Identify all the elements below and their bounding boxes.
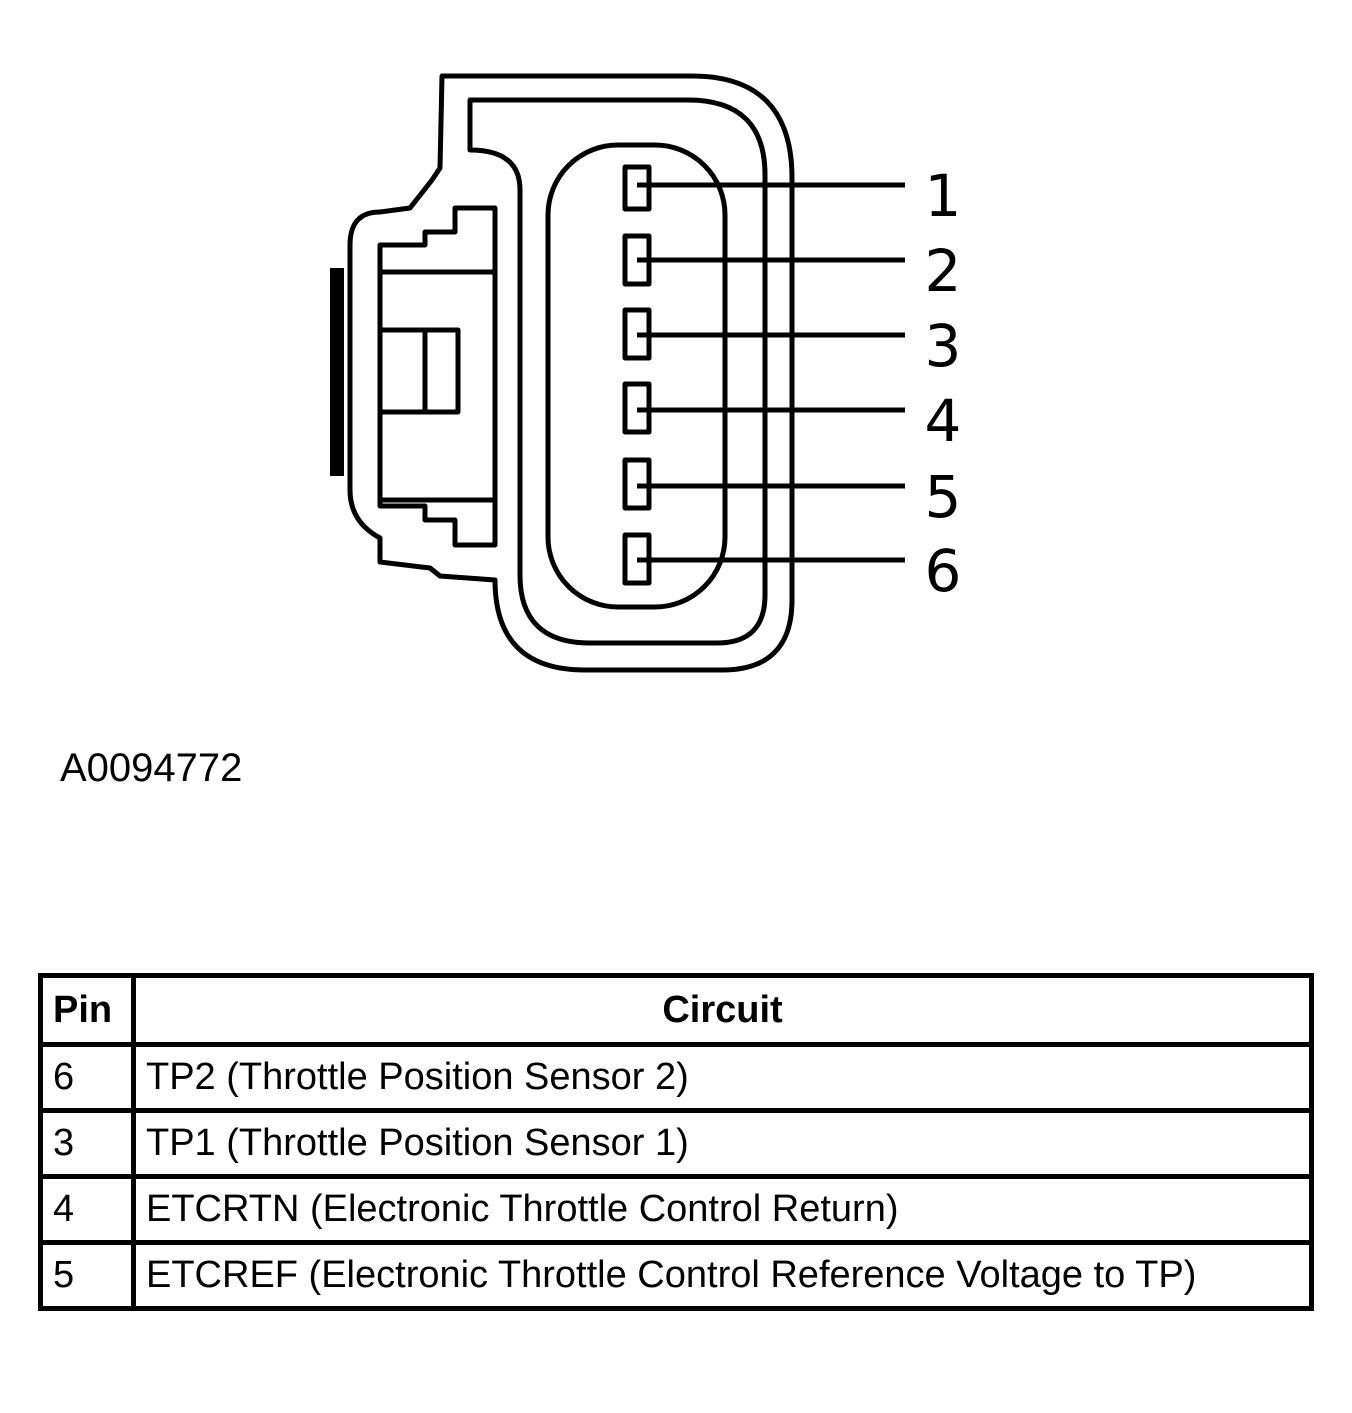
- circuit-cell: TP1 (Throttle Position Sensor 1): [131, 1108, 1314, 1179]
- pin-column-header: Pin: [38, 973, 136, 1047]
- table-row: 4 ETCRTN (Electronic Throttle Control Re…: [38, 1174, 1314, 1245]
- pin-label-6: 6: [925, 537, 962, 605]
- pin-cavity: [545, 142, 728, 610]
- pin-circuit-table: Pin Circuit 6 TP2 (Throttle Position Sen…: [38, 973, 1314, 1311]
- pin-label-1: 1: [925, 162, 962, 230]
- pin-cell: 6: [38, 1042, 136, 1113]
- pin-cell: 4: [38, 1174, 136, 1245]
- pin-label-3: 3: [925, 312, 962, 380]
- pin-label-5: 5: [925, 463, 962, 531]
- circuit-cell: ETCREF (Electronic Throttle Control Refe…: [131, 1240, 1314, 1311]
- pin-label-2: 2: [925, 237, 962, 305]
- table-row: 6 TP2 (Throttle Position Sensor 2): [38, 1042, 1314, 1113]
- circuit-cell: TP2 (Throttle Position Sensor 2): [131, 1042, 1314, 1113]
- table-header-row: Pin Circuit: [38, 973, 1314, 1047]
- pin-label-4: 4: [925, 387, 962, 455]
- pin-cell: 5: [38, 1240, 136, 1311]
- connector-latch: [377, 205, 498, 548]
- connector-diagram: 1 2 3 4 5 6: [330, 73, 962, 673]
- circuit-cell: ETCRTN (Electronic Throttle Control Retu…: [131, 1174, 1314, 1245]
- table-row: 3 TP1 (Throttle Position Sensor 1): [38, 1108, 1314, 1179]
- figure-id: A0094772: [60, 746, 243, 790]
- circuit-column-header: Circuit: [131, 973, 1314, 1047]
- lock-bar: [330, 268, 344, 476]
- pin-terminal-1: [622, 164, 652, 212]
- connector-inner-housing: [467, 97, 768, 646]
- connector-outer-housing: [347, 73, 795, 673]
- pin-cell: 3: [38, 1108, 136, 1179]
- table-row: 5 ETCREF (Electronic Throttle Control Re…: [38, 1240, 1314, 1311]
